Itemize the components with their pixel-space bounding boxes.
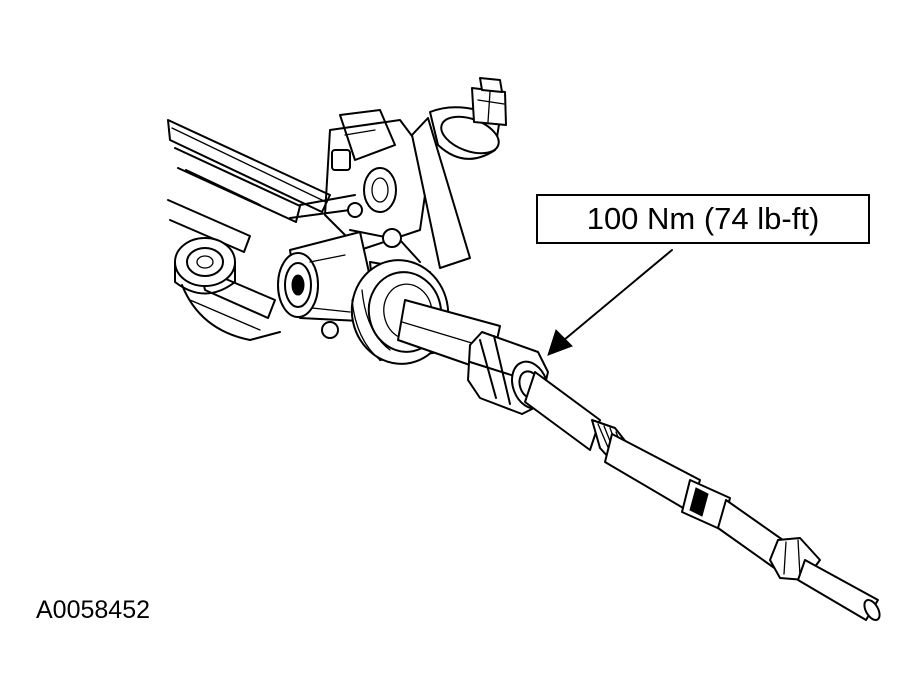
torque-callout: 100 Nm (74 lb-ft) <box>536 194 870 244</box>
torque-spec-label: 100 Nm (74 lb-ft) <box>586 201 820 236</box>
tie-rod <box>524 371 881 621</box>
pinion-tower <box>411 77 507 269</box>
valve-body <box>289 109 431 263</box>
arrow-icon <box>547 249 673 356</box>
gear-housing <box>167 119 331 341</box>
figure-id: A0058452 <box>36 596 151 624</box>
mounting-bushing <box>174 237 236 295</box>
